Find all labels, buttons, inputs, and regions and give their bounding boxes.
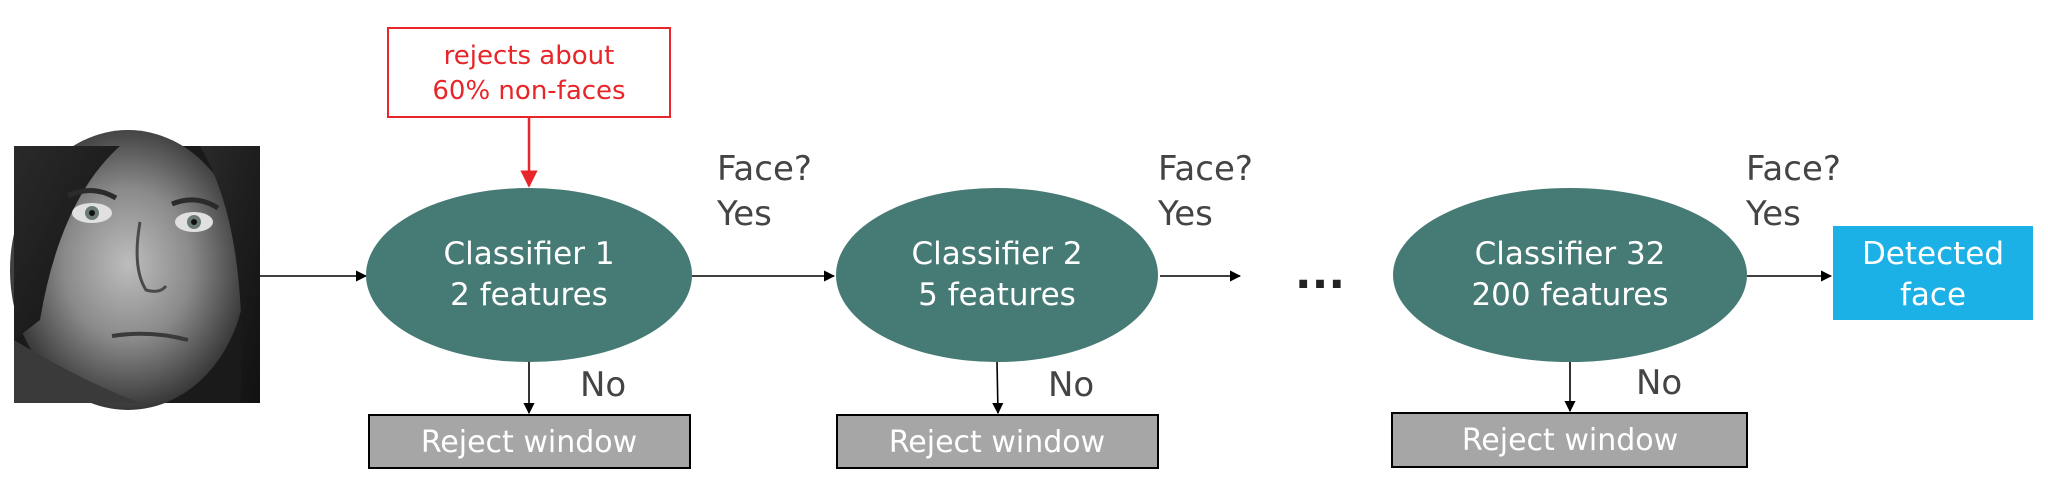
classifier-1-yes: Yes [716, 194, 772, 234]
classifier-2-question: Face? [1158, 149, 1253, 189]
classifier-stage-1: Classifier 1 2 features Face? Yes No Rej… [366, 149, 812, 469]
detected-face-line-2: face [1900, 277, 1966, 313]
classifier-1-features: 2 features [450, 277, 608, 313]
reject-window-1 [368, 414, 691, 469]
arrow-classifier-2-reject [992, 361, 1004, 415]
detected-face-box [1833, 226, 2033, 320]
portrait-mouth [111, 331, 189, 342]
classifier-32-ellipse [1393, 188, 1747, 362]
connectors [260, 270, 1833, 415]
portrait-shawl-left [14, 146, 120, 340]
annotation-line-1: rejects about [444, 41, 615, 71]
detected-face-line-1: Detected [1862, 236, 2004, 272]
classifier-32-yes: Yes [1745, 194, 1801, 234]
annotation-box [387, 27, 671, 118]
reject-window-1-label: Reject window [421, 425, 637, 460]
classifier-2-name: Classifier 2 [911, 236, 1082, 272]
classifier-2-ellipse [836, 188, 1158, 362]
annotation-callout: rejects about 60% non-faces [387, 27, 671, 188]
classifier-stage-2: Classifier 2 5 features Face? Yes No Rej… [836, 149, 1253, 469]
input-portrait-image [10, 130, 260, 410]
classifier-2-no: No [1048, 365, 1094, 405]
reject-window-32 [1391, 412, 1748, 468]
portrait-shawl-right [200, 146, 260, 403]
reject-window-2-label: Reject window [889, 425, 1105, 460]
classifier-1-question: Face? [717, 149, 812, 189]
classifier-32-features: 200 features [1471, 277, 1668, 313]
classifier-32-name: Classifier 32 [1475, 236, 1666, 272]
classifier-stage-32: Classifier 32 200 features Face? Yes No … [1391, 149, 1841, 468]
classifier-1-name: Classifier 1 [443, 236, 614, 272]
reject-window-32-label: Reject window [1462, 423, 1678, 458]
classifier-32-question: Face? [1746, 149, 1841, 189]
stage-ellipsis: ... [1295, 248, 1345, 299]
portrait-shawl-bottom [14, 340, 140, 403]
reject-window-2 [836, 414, 1159, 469]
annotation-line-2: 60% non-faces [432, 76, 625, 106]
classifier-2-yes: Yes [1157, 194, 1213, 234]
classifier-2-features: 5 features [918, 277, 1076, 313]
detected-face-output: Detected face [1833, 226, 2033, 320]
classifier-1-ellipse [366, 188, 692, 362]
classifier-32-no: No [1636, 363, 1682, 403]
classifier-1-no: No [580, 365, 626, 405]
